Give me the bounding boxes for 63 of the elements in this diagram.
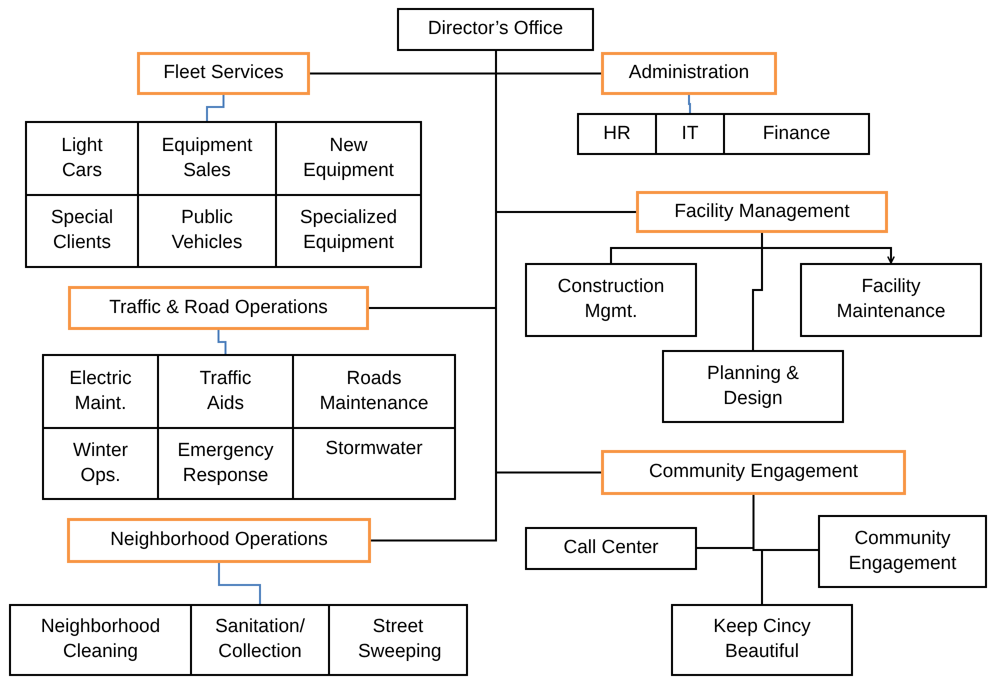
node-label: Public Vehicles — [170, 206, 244, 255]
node-label: Stormwater — [325, 437, 423, 461]
node-label: Community Engagement — [648, 460, 858, 484]
node-label: Specialized Equipment — [298, 206, 398, 255]
node-label: Neighborhood Operations — [110, 528, 328, 552]
node-label: Winter Ops. — [72, 438, 129, 488]
node-label: Emergency Response — [176, 438, 275, 488]
node-label: Neighborhood Cleaning — [40, 615, 162, 664]
division-box — [636, 191, 888, 233]
connector-line — [752, 233, 763, 350]
node-label: Facility Management — [674, 200, 850, 224]
node-label: Traffic & Road Operations — [109, 296, 328, 320]
unit-box — [190, 604, 330, 676]
division-box — [68, 286, 369, 330]
unit-box — [42, 427, 159, 500]
node-label: Electric Maint. — [68, 366, 133, 416]
node-label: Facility Maintenance — [836, 275, 946, 324]
unit-box — [577, 113, 657, 155]
node-label: Sanitation/ Collection — [214, 615, 306, 664]
node-label: Call Center — [563, 536, 659, 560]
unit-box — [275, 121, 422, 196]
node-label: Director’s Office — [428, 17, 564, 42]
unit-box — [525, 263, 697, 337]
node-label: IT — [682, 122, 698, 146]
unit-box — [655, 113, 725, 155]
node-label: Construction Mgmt. — [556, 275, 666, 324]
unit-box — [397, 8, 594, 51]
division-box — [601, 52, 777, 95]
node-label: Light Cars — [60, 134, 104, 182]
node-label: Fleet Services — [163, 61, 284, 86]
node-label: Roads Maintenance — [318, 366, 430, 416]
connector-line — [688, 95, 691, 113]
node-label: Equipment Sales — [160, 134, 254, 182]
unit-box — [42, 354, 159, 429]
node-label: HR — [603, 122, 631, 146]
unit-box — [9, 604, 192, 676]
node-label: Finance — [762, 122, 830, 146]
unit-box — [292, 354, 456, 429]
connector-line — [218, 330, 226, 354]
node-label: Special Clients — [50, 206, 114, 255]
node-label: Keep Cincy Beautiful — [712, 615, 812, 664]
unit-box — [671, 604, 853, 676]
unit-box — [723, 113, 870, 155]
node-label: Administration — [628, 61, 750, 86]
division-box — [601, 450, 906, 495]
unit-box — [525, 527, 697, 570]
division-box — [67, 518, 371, 563]
connector-line — [218, 563, 261, 604]
unit-box — [662, 350, 844, 423]
node-label: Planning & Design — [706, 362, 800, 410]
unit-box — [25, 194, 139, 268]
unit-box — [292, 427, 456, 500]
unit-box — [800, 263, 982, 337]
division-box — [137, 52, 310, 95]
unit-box — [328, 604, 468, 676]
unit-box — [25, 121, 139, 196]
node-label: Traffic Aids — [198, 366, 252, 416]
node-label: Community Engagement — [848, 526, 958, 576]
node-label: New Equipment — [302, 134, 395, 182]
unit-box — [275, 194, 422, 268]
node-label: Street Sweeping — [358, 615, 438, 664]
unit-box — [818, 515, 987, 588]
connector-line — [206, 95, 224, 121]
